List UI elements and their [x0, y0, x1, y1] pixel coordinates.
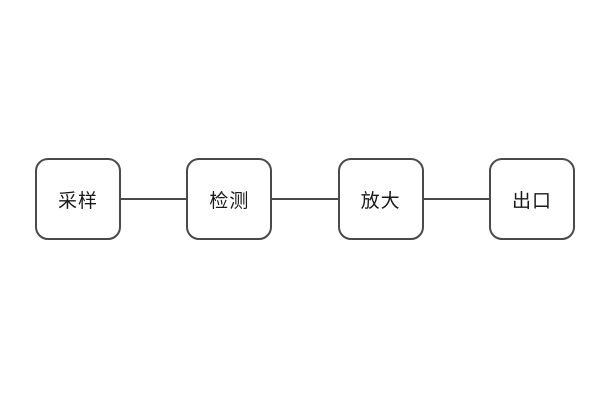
connector-amplify-outlet — [423, 198, 489, 200]
node-detection-label: 检测 — [209, 189, 250, 212]
node-sampling: 采样 — [35, 158, 121, 240]
connector-detection-amplify — [272, 198, 338, 200]
node-amplify-label: 放大 — [360, 189, 401, 212]
node-outlet-label: 出口 — [511, 189, 552, 212]
node-detection: 检测 — [186, 158, 273, 240]
node-outlet: 出口 — [488, 158, 575, 240]
node-amplify: 放大 — [337, 158, 424, 240]
node-sampling-label: 采样 — [57, 189, 98, 212]
connector-sampling-detection — [121, 198, 187, 200]
flow-row: 采样 检测 放大 出口 — [35, 158, 575, 240]
